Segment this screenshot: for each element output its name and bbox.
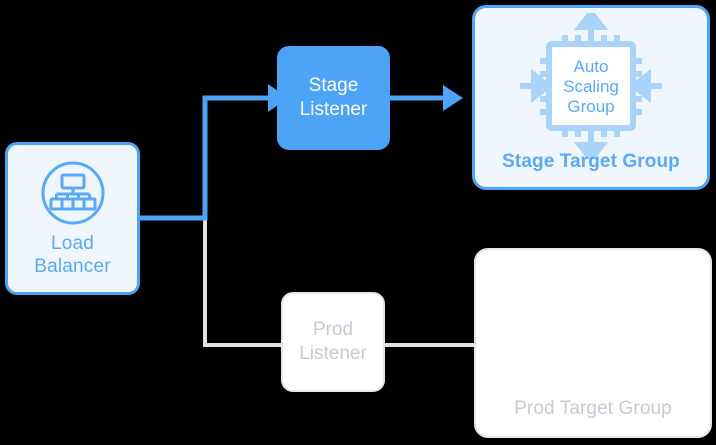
stage-target-group-node[interactable]: Auto Scaling Group Stage Target Group — [472, 5, 710, 190]
load-balancer-label-line1: Load — [50, 232, 95, 254]
cpu-chip-icon — [546, 41, 636, 131]
stage-listener-label: Stage Listener — [300, 74, 368, 122]
prod-target-group-label: Prod Target Group — [514, 398, 672, 419]
prod-listener-label-line2: Listener — [299, 343, 367, 364]
stage-listener-label-line2: Listener — [299, 99, 368, 120]
asg-label-line2: Scaling — [563, 77, 619, 96]
prod-listener-label-line1: Prod — [312, 319, 354, 340]
stage-target-group-label: Stage Target Group — [502, 151, 680, 172]
arrowhead-to-stage-target-group — [443, 85, 463, 111]
prod-listener-label: Prod Listener — [299, 318, 367, 366]
load-balancer-label: Load Balancer — [34, 232, 111, 278]
prod-target-group-node[interactable]: Prod Target Group — [474, 248, 712, 438]
stage-listener-label-line1: Stage — [308, 75, 359, 96]
arrow-right-icon — [520, 68, 553, 104]
prod-listener-node[interactable]: Prod Listener — [281, 292, 385, 392]
load-balancer-label-line2: Balancer — [34, 255, 111, 277]
asg-label-line3: Group — [567, 97, 614, 116]
arrow-left-icon — [629, 68, 662, 104]
load-balancer-hierarchy-icon — [41, 161, 104, 224]
stage-listener-node[interactable]: Stage Listener — [277, 46, 390, 150]
edge-load-balancer-to-prod-listener — [203, 218, 281, 347]
auto-scaling-group-icon-group: Auto Scaling Group — [520, 13, 662, 159]
edge-load-balancer-to-stage-listener — [140, 95, 268, 221]
load-balancer-node[interactable]: Load Balancer — [5, 142, 140, 295]
asg-label-line1: Auto — [574, 57, 609, 76]
